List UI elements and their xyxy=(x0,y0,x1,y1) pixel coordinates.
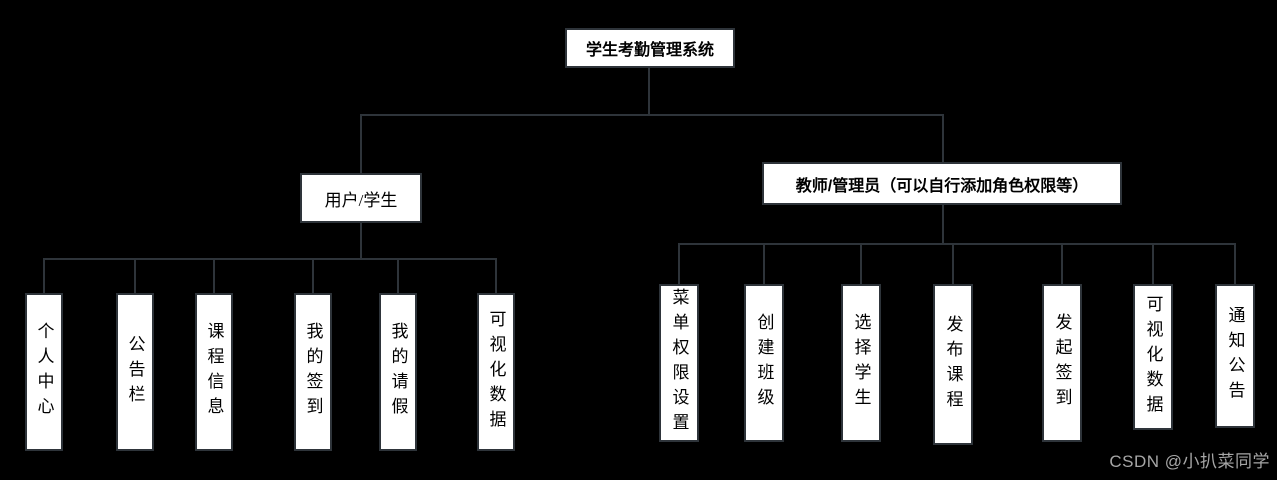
connector-leaf-stub xyxy=(678,243,680,285)
csdn-watermark: CSDN @小扒菜同学 xyxy=(1109,452,1270,471)
connector-main-horizontal xyxy=(360,114,944,116)
connector-leaf-stub xyxy=(312,258,314,294)
leaf-announcement-board: 公告栏 xyxy=(116,293,154,451)
leaf-select-students: 选择学生 xyxy=(841,284,881,442)
connector-leaf-stub xyxy=(213,258,215,294)
connector-leaf-stub xyxy=(495,258,497,294)
connector-leaf-stub xyxy=(1234,243,1236,285)
connector-teacher-drop xyxy=(942,204,944,244)
leaf-my-checkin: 我的签到 xyxy=(294,293,332,451)
connector-leaf-stub xyxy=(397,258,399,294)
connector-leaf-stub xyxy=(952,243,954,285)
leaf-notice-announcement: 通知公告 xyxy=(1215,284,1255,428)
root-node-attendance-system: 学生考勤管理系统 xyxy=(565,28,735,68)
connector-teacher-top xyxy=(942,114,944,164)
leaf-visual-data-user: 可视化数据 xyxy=(477,293,515,451)
branch-node-teacher-admin: 教师/管理员（可以自行添加角色权限等） xyxy=(762,162,1122,205)
leaf-visual-data-admin: 可视化数据 xyxy=(1133,284,1173,430)
connector-leaf-stub xyxy=(763,243,765,285)
connector-left-horizontal xyxy=(43,258,497,260)
connector-leaf-stub xyxy=(1152,243,1154,285)
connector-user-top xyxy=(360,114,362,174)
connector-leaf-stub xyxy=(1061,243,1063,285)
leaf-my-leave: 我的请假 xyxy=(379,293,417,451)
leaf-menu-permission-settings: 菜单权限设置 xyxy=(659,284,699,442)
leaf-course-info: 课程信息 xyxy=(195,293,233,451)
leaf-create-class: 创建班级 xyxy=(744,284,784,442)
connector-leaf-stub xyxy=(860,243,862,285)
connector-root-drop xyxy=(648,68,650,116)
leaf-publish-course: 发布课程 xyxy=(933,284,973,445)
branch-node-user-student: 用户/学生 xyxy=(300,173,422,223)
connector-leaf-stub xyxy=(43,258,45,294)
connector-right-horizontal xyxy=(678,243,1236,245)
leaf-start-checkin: 发起签到 xyxy=(1042,284,1082,442)
leaf-personal-center: 个人中心 xyxy=(25,293,63,451)
connector-user-drop xyxy=(360,222,362,260)
connector-leaf-stub xyxy=(134,258,136,294)
